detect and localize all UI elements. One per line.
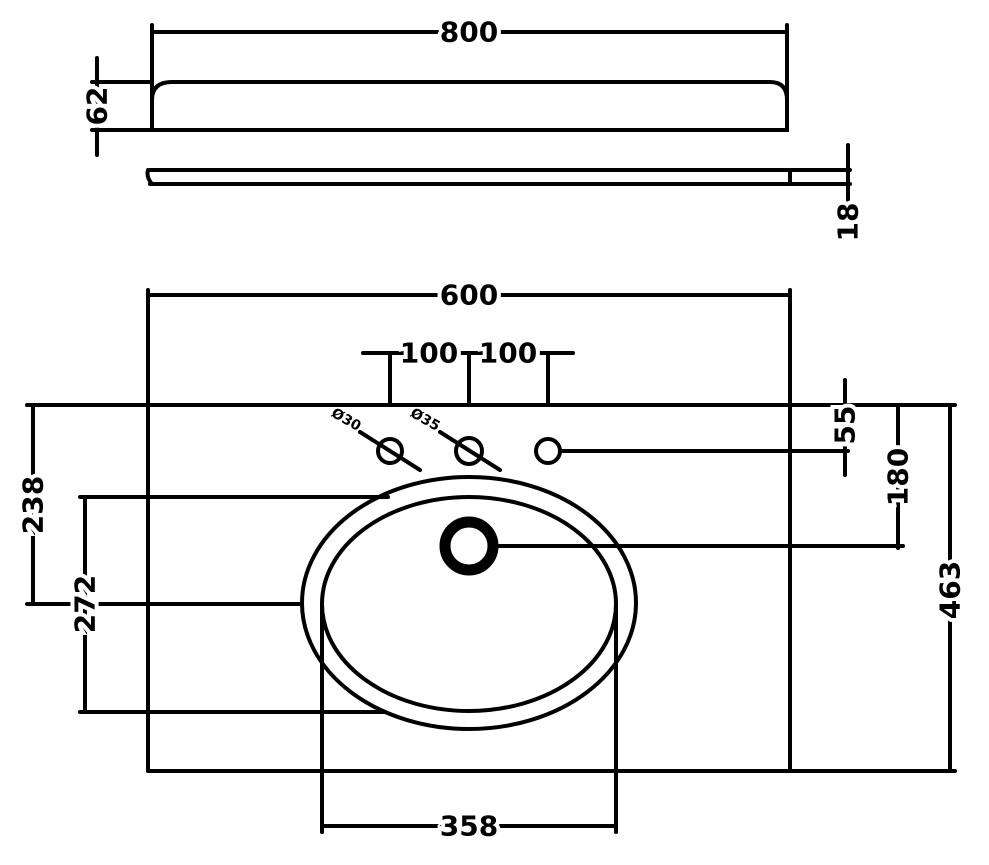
tap-hole-right xyxy=(534,437,562,465)
hole-offset-label: 55 xyxy=(829,406,862,445)
drain-offset-label: 180 xyxy=(882,448,915,506)
tap-hole-center xyxy=(454,436,484,466)
depth-label: 463 xyxy=(934,561,967,619)
basin-depth-label: 272 xyxy=(69,575,102,633)
basin-outer-rim xyxy=(300,475,638,731)
side-slab-outline xyxy=(145,168,852,186)
top-slab-outline xyxy=(150,80,789,132)
top-view: 800 62 xyxy=(77,12,789,157)
basin-center-offset-label: 238 xyxy=(17,476,50,534)
tap-hole-left xyxy=(376,437,404,465)
hole-center-diameter-label: Ø35 xyxy=(407,405,442,435)
plan-width-label: 600 xyxy=(440,279,498,312)
basin-inner-bowl xyxy=(320,495,618,713)
tap-spacing-right-label: 100 xyxy=(479,337,537,370)
thickness-label: 18 xyxy=(832,203,865,242)
basin-width-label: 358 xyxy=(440,810,498,843)
side-view: 18 xyxy=(145,143,869,245)
width-label: 800 xyxy=(440,16,498,49)
tap-spacing-left-label: 100 xyxy=(400,337,458,370)
hole-left-diameter-label: Ø30 xyxy=(328,405,363,435)
plan-view: Ø30 Ø35 600 100 100 55 180 463 238 272 3… xyxy=(13,275,971,847)
height-label: 62 xyxy=(81,87,114,126)
drain-icon xyxy=(439,516,499,576)
